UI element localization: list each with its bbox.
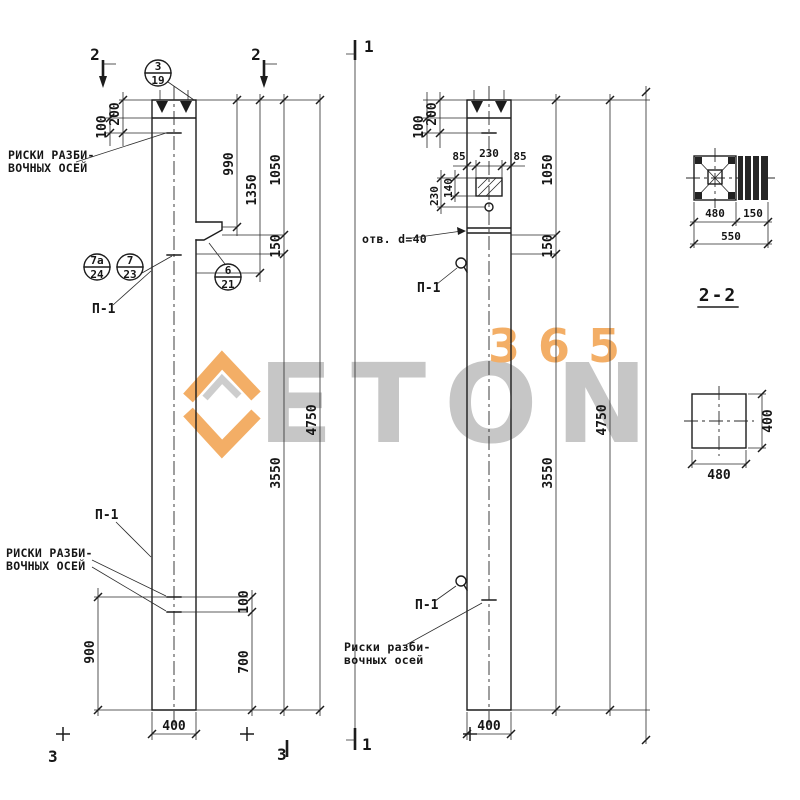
dim-right-1050: 1050 xyxy=(541,154,556,185)
watermark-logo-inner-facet xyxy=(202,373,242,401)
dim-square-400: 400 xyxy=(761,409,776,433)
section-2-2-detail: 480 150 550 2-2 xyxy=(686,148,778,308)
callout-6-num: 6 xyxy=(225,264,232,277)
corner-anchor-icon xyxy=(728,157,735,164)
callout-7a-sheet: 24 xyxy=(90,268,104,281)
section-marks: 2 2 1 1 3 3 xyxy=(48,37,477,766)
section-mark-1-top: 1 xyxy=(364,37,374,56)
dim-left-4750: 4750 xyxy=(305,404,320,435)
section-2-2-title: 2-2 xyxy=(699,285,738,306)
right-note-axes-line2: вочных осей xyxy=(344,653,423,667)
dim-right-150: 150 xyxy=(541,234,556,258)
section-mark-3-right: 3 xyxy=(277,745,287,764)
dim-plate-85-left: 85 xyxy=(452,150,465,163)
dim-left-width-400: 400 xyxy=(162,719,186,734)
dim-section22-150: 150 xyxy=(743,207,763,220)
lifting-loop-lower-icon xyxy=(455,575,467,587)
dim-left-150: 150 xyxy=(269,234,284,258)
dim-plate-85-right: 85 xyxy=(513,150,526,163)
right-elevation-view xyxy=(455,86,512,724)
right-crown-notch-icon xyxy=(471,101,483,113)
dim-left-900: 900 xyxy=(83,640,98,664)
watermark: ETON 365 xyxy=(183,319,666,468)
left-axis-risk-marks xyxy=(166,132,182,613)
watermark-logo-chevron-bottom-icon xyxy=(183,407,261,459)
leader-arrow-icon xyxy=(457,227,466,235)
section-mark-3-left: 3 xyxy=(48,747,58,766)
dim-section22-550: 550 xyxy=(721,230,741,243)
callout-7-num: 7 xyxy=(127,254,134,267)
left-crown-notch-icon xyxy=(180,101,192,113)
left-console xyxy=(195,221,223,241)
right-lifting-loop-label-upper: П-1 xyxy=(417,281,441,296)
dim-right-3550: 3550 xyxy=(541,457,556,488)
left-note-axes-bottom-line2: ВОЧНЫХ ОСЕЙ xyxy=(6,558,85,573)
dim-left-990: 990 xyxy=(222,152,237,176)
dim-left-1050: 1050 xyxy=(269,154,284,185)
right-lifting-loop-label-lower: П-1 xyxy=(415,598,439,613)
dim-right-top-200: 200 xyxy=(425,102,440,126)
right-annotations: отв. d=40 П-1 П-1 Риски разби- вочных ос… xyxy=(344,227,483,667)
corner-anchor-icon xyxy=(695,157,702,164)
dim-plate-230: 230 xyxy=(479,147,499,160)
hole-note-label: отв. d=40 xyxy=(362,232,427,246)
right-dimensions: 100 200 85 230 85 140 230 1050 150 3550 … xyxy=(412,86,651,745)
watermark-number-text: 365 xyxy=(488,319,638,373)
left-annotations: 3 19 7а 24 7 23 6 21 П-1 П-1 РИСКИ РАЗБИ… xyxy=(6,59,242,612)
callout-3-num: 3 xyxy=(155,60,162,73)
dim-left-700: 700 xyxy=(237,650,252,674)
callout-7a-num: 7а xyxy=(90,254,103,267)
dim-right-width-400: 400 xyxy=(477,719,501,734)
section-arrow-icon xyxy=(99,76,107,88)
section-mark-1-bottom: 1 xyxy=(362,735,372,754)
corner-anchor-icon xyxy=(728,192,735,199)
lifting-loop-upper-icon xyxy=(455,257,467,269)
right-note-axes-line1: Риски разби- xyxy=(344,640,431,654)
left-dimensions: 100 200 990 1350 1050 150 3550 4750 900 … xyxy=(83,92,325,740)
left-note-axes-bottom-line1: РИСКИ РАЗБИ- xyxy=(6,546,93,560)
callout-6-sheet: 21 xyxy=(221,278,235,291)
dim-plate-230-v: 230 xyxy=(428,186,441,206)
callout-7-sheet: 23 xyxy=(123,268,136,281)
callout-3-sheet: 19 xyxy=(151,74,164,87)
dim-left-bottom-100: 100 xyxy=(237,590,252,614)
section-2-2-column-block xyxy=(693,155,737,201)
left-lifting-loop-label-upper: П-1 xyxy=(92,302,116,317)
dim-plate-140: 140 xyxy=(442,178,455,198)
right-crown-notch-icon xyxy=(495,101,507,113)
dim-left-top-200: 200 xyxy=(108,102,123,126)
left-note-axes-top-line2: ВОЧНЫХ ОСЕЙ xyxy=(8,160,87,175)
dim-section22-480: 480 xyxy=(705,207,725,220)
embedded-plate xyxy=(475,177,503,197)
watermark-logo-chevron-top-icon xyxy=(183,350,261,403)
dim-right-top-100: 100 xyxy=(412,115,427,139)
left-lifting-loop-label-lower: П-1 xyxy=(95,508,119,523)
section-mark-2-left: 2 xyxy=(90,45,100,64)
dim-left-1350: 1350 xyxy=(245,174,260,205)
dim-square-480: 480 xyxy=(707,468,731,483)
square-cross-section: 400 480 xyxy=(684,386,776,483)
left-elevation-view xyxy=(151,86,223,724)
section-arrow-icon xyxy=(260,76,268,88)
section-2-2-center-plate xyxy=(707,169,723,185)
corner-anchor-icon xyxy=(695,192,702,199)
right-axis-risk-marks xyxy=(481,132,497,601)
watermark-brand-text: ETON xyxy=(258,340,666,468)
section-mark-2-right: 2 xyxy=(251,45,261,64)
left-crown-notch-icon xyxy=(156,101,168,113)
dim-left-top-100: 100 xyxy=(95,115,110,139)
dim-right-4750: 4750 xyxy=(595,404,610,435)
left-note-axes-top-line1: РИСКИ РАЗБИ- xyxy=(8,148,95,162)
dim-left-3550: 3550 xyxy=(269,457,284,488)
